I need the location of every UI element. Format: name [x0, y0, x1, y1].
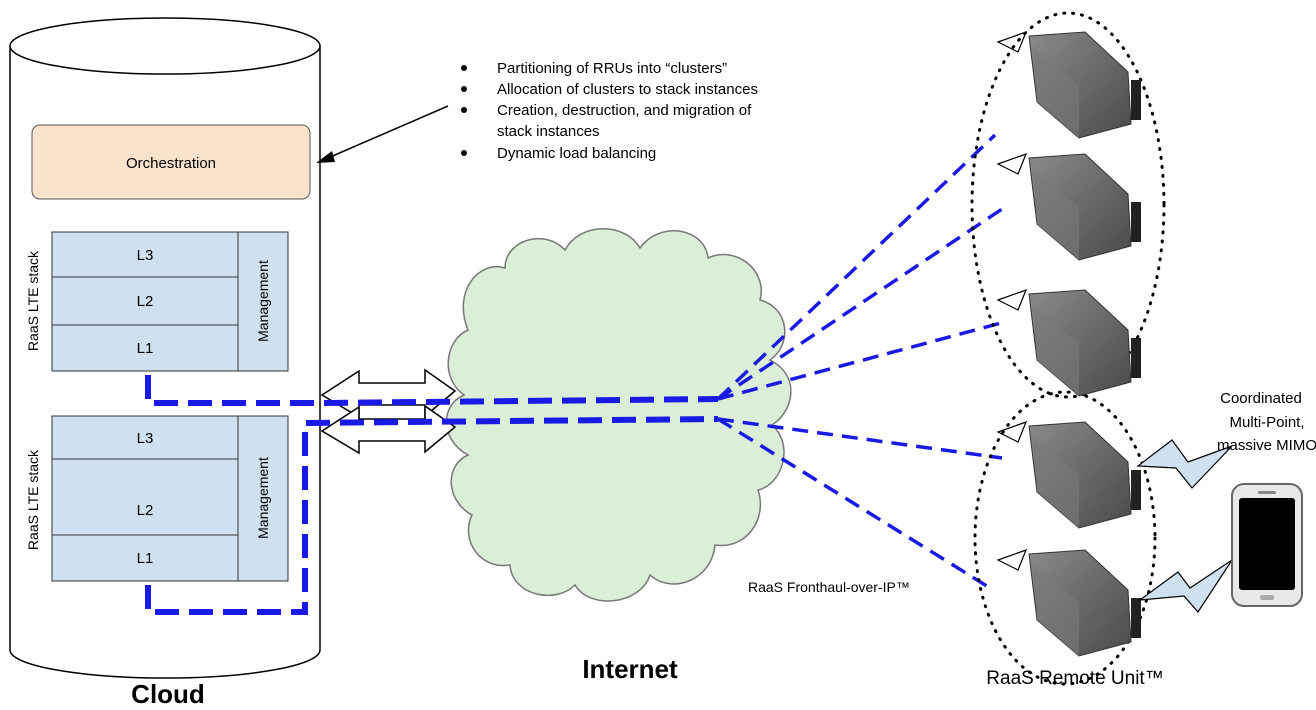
management-label: Management — [255, 260, 271, 342]
layer-l3: L3 — [137, 430, 154, 447]
svg-text:massive MIMO: massive MIMO — [1217, 437, 1316, 454]
bullet-item: stack instances — [497, 123, 600, 140]
layer-l2: L2 — [137, 293, 154, 310]
rru-clusters — [970, 11, 1166, 686]
bidirectional-arrow — [320, 368, 457, 455]
bullet-item: Partitioning of RRUs into “clusters” — [497, 60, 727, 77]
lte-stack-1: L3 L2 L1 Management RaaS LTE stack — [25, 231, 289, 372]
remote-unit-label: RaaS Remote Unit™ — [986, 668, 1163, 689]
orchestration-label: Orchestration — [126, 155, 216, 172]
antenna-icon — [996, 288, 1028, 311]
remote-unit — [996, 420, 1141, 529]
remote-unit — [996, 152, 1141, 261]
management-label: Management — [255, 457, 271, 539]
internet-cloud: Internet — [445, 228, 792, 684]
bullet-icon — [461, 65, 467, 71]
antenna-icon — [996, 30, 1028, 53]
remote-unit — [996, 288, 1141, 397]
layer-l2: L2 — [137, 502, 154, 519]
bullet-item: Allocation of clusters to stack instance… — [497, 81, 758, 98]
stack-side-label: RaaS LTE stack — [25, 250, 41, 351]
layer-l3: L3 — [137, 247, 154, 264]
svg-text:Multi-Point,: Multi-Point, — [1229, 414, 1304, 431]
lightning-icon — [1137, 559, 1233, 613]
bullet-item: Creation, destruction, and migration of — [497, 102, 752, 119]
lte-stack-2: L3 L2 L1 Management RaaS LTE stack — [25, 415, 289, 582]
cluster-ellipse-1 — [970, 11, 1166, 399]
cloud-label: Cloud — [131, 679, 205, 709]
internet-label: Internet — [582, 654, 678, 684]
fronthaul-label: RaaS Fronthaul-over-IP™ — [748, 579, 910, 595]
lightning-icon — [1136, 439, 1233, 489]
orchestration-pointer-arrow — [316, 105, 449, 163]
antenna-icon — [996, 420, 1028, 443]
svg-text:Coordinated: Coordinated — [1220, 390, 1302, 407]
bullet-list: Partitioning of RRUs into “clusters” All… — [461, 60, 758, 162]
comp-label: Coordinated Multi-Point, massive MIMO — [1217, 390, 1316, 454]
remote-unit — [996, 30, 1141, 139]
fronthaul-links — [145, 133, 1009, 615]
bullet-icon — [461, 86, 467, 92]
bullet-icon — [461, 107, 467, 113]
cluster-ellipse-2 — [973, 390, 1157, 686]
stack-side-label: RaaS LTE stack — [25, 449, 41, 550]
antenna-icon — [996, 548, 1028, 571]
smartphone-icon — [1231, 483, 1303, 607]
orchestration-box: Orchestration — [31, 124, 311, 200]
antenna-icon — [996, 152, 1028, 175]
layer-l1: L1 — [137, 340, 154, 357]
bullet-icon — [461, 150, 467, 156]
remote-unit — [996, 548, 1141, 657]
layer-l1: L1 — [137, 550, 154, 567]
bullet-item: Dynamic load balancing — [497, 145, 656, 162]
